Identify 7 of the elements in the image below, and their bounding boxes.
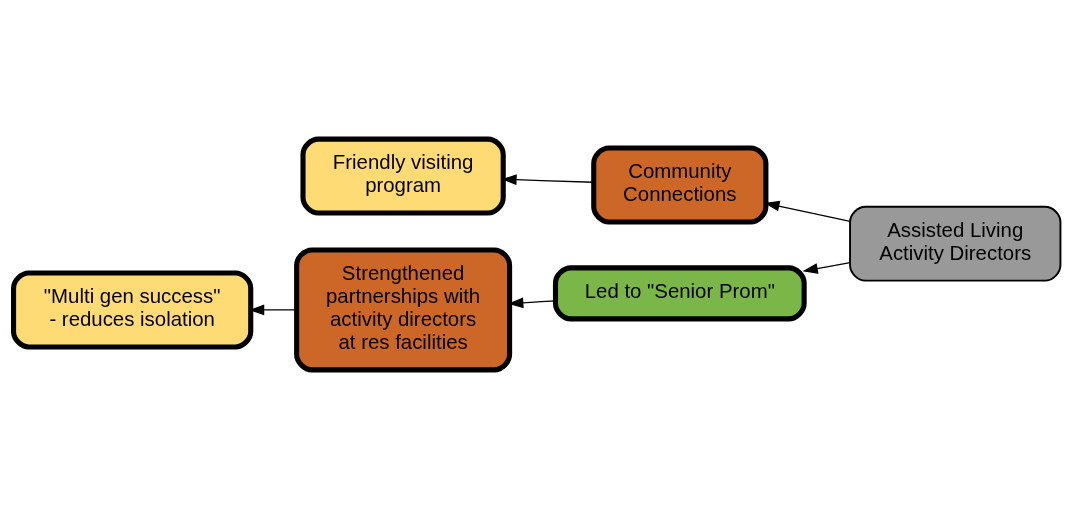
node-box: Friendly visiting program bbox=[300, 136, 506, 216]
arrow bbox=[802, 261, 851, 274]
node-box: Led to "Senior Prom" bbox=[552, 264, 807, 321]
node-box: "Multi gen success" - reduces isolation bbox=[11, 269, 254, 349]
node-box: Strengthened partnerships with activity directors at res facilities bbox=[294, 247, 513, 372]
node-box: Assisted Living Activity Directors bbox=[849, 205, 1062, 282]
node-box: Community Connections bbox=[591, 145, 769, 225]
